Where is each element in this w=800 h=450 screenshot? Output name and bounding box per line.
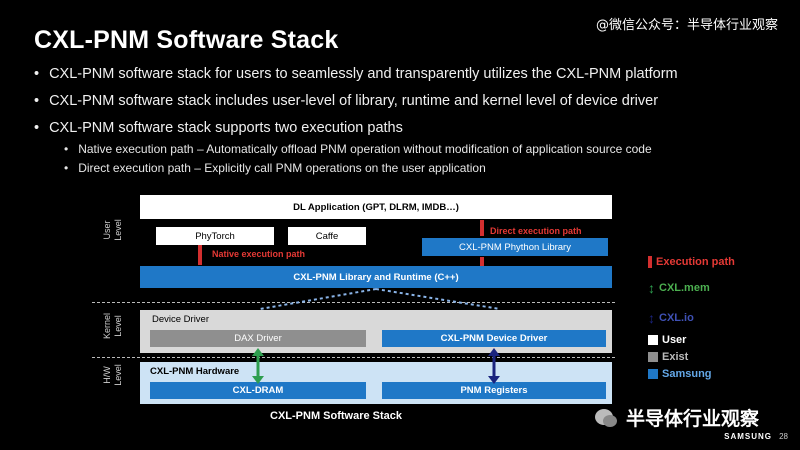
blue-double-arrow-icon: ↕ bbox=[648, 310, 655, 326]
sub-bullet-1: Native execution path – Automatically of… bbox=[64, 142, 651, 156]
phytorch-box: PhyTorch bbox=[156, 227, 274, 245]
connection-lines bbox=[259, 288, 501, 310]
level-divider-2 bbox=[92, 357, 615, 358]
native-path-marker bbox=[198, 245, 202, 265]
legend-execution-path: Execution path bbox=[648, 256, 735, 268]
library-runtime-box: CXL-PNM Library and Runtime (C++) bbox=[140, 266, 612, 288]
cxl-mem-arrow-icon bbox=[252, 348, 264, 384]
direct-path-marker-1 bbox=[480, 220, 484, 236]
samsung-logo: SAMSUNG bbox=[724, 432, 772, 441]
white-swatch-icon bbox=[648, 335, 658, 345]
bullet-1: CXL-PNM software stack for users to seam… bbox=[34, 66, 678, 82]
legend-exist: Exist bbox=[648, 351, 688, 363]
sub-bullet-2: Direct execution path – Explicitly call … bbox=[64, 161, 486, 175]
direct-path-marker-2 bbox=[480, 257, 484, 266]
dax-driver-box: DAX Driver bbox=[150, 330, 366, 347]
device-driver-label: Device Driver bbox=[152, 314, 210, 325]
legend-cxl-io: ↕ CXL.io bbox=[648, 310, 694, 326]
page-number: 28 bbox=[779, 432, 788, 441]
caffe-box: Caffe bbox=[288, 227, 366, 245]
native-path-label: Native execution path bbox=[212, 249, 306, 259]
legend-cxl-mem: ↕ CXL.mem bbox=[648, 280, 710, 296]
blue-swatch-icon bbox=[648, 369, 658, 379]
pnm-registers-box: PNM Registers bbox=[382, 382, 606, 399]
legend-samsung: Samsung bbox=[648, 368, 712, 380]
legend-user: User bbox=[648, 334, 686, 346]
hardware-label: CXL-PNM Hardware bbox=[150, 366, 240, 377]
level-divider-1 bbox=[92, 302, 615, 303]
slide-title: CXL-PNM Software Stack bbox=[34, 26, 339, 54]
grey-swatch-icon bbox=[648, 352, 658, 362]
user-level-label: User Level bbox=[102, 219, 123, 241]
pnm-device-driver-box: CXL-PNM Device Driver bbox=[382, 330, 606, 347]
diagram-caption: CXL-PNM Software Stack bbox=[270, 410, 403, 422]
hw-level-label: H/W Level bbox=[102, 364, 123, 386]
cxl-io-arrow-icon bbox=[488, 348, 500, 384]
dl-application-box: DL Application (GPT, DLRM, IMDB…) bbox=[140, 195, 612, 219]
green-double-arrow-icon: ↕ bbox=[648, 280, 655, 296]
cxl-dram-box: CXL-DRAM bbox=[150, 382, 366, 399]
direct-path-label: Direct execution path bbox=[490, 226, 582, 236]
bullet-3: CXL-PNM software stack supports two exec… bbox=[34, 120, 403, 136]
wechat-icon bbox=[595, 408, 617, 427]
wechat-watermark: 半导体行业观察 bbox=[594, 404, 759, 431]
watermark-top: @微信公众号：半导体行业观察 bbox=[595, 18, 778, 33]
red-bar-icon bbox=[648, 256, 652, 268]
python-library-box: CXL-PNM Phython Library bbox=[422, 238, 608, 256]
kernel-level-label: Kernel Level bbox=[102, 313, 123, 340]
bullet-2: CXL-PNM software stack includes user-lev… bbox=[34, 93, 658, 109]
